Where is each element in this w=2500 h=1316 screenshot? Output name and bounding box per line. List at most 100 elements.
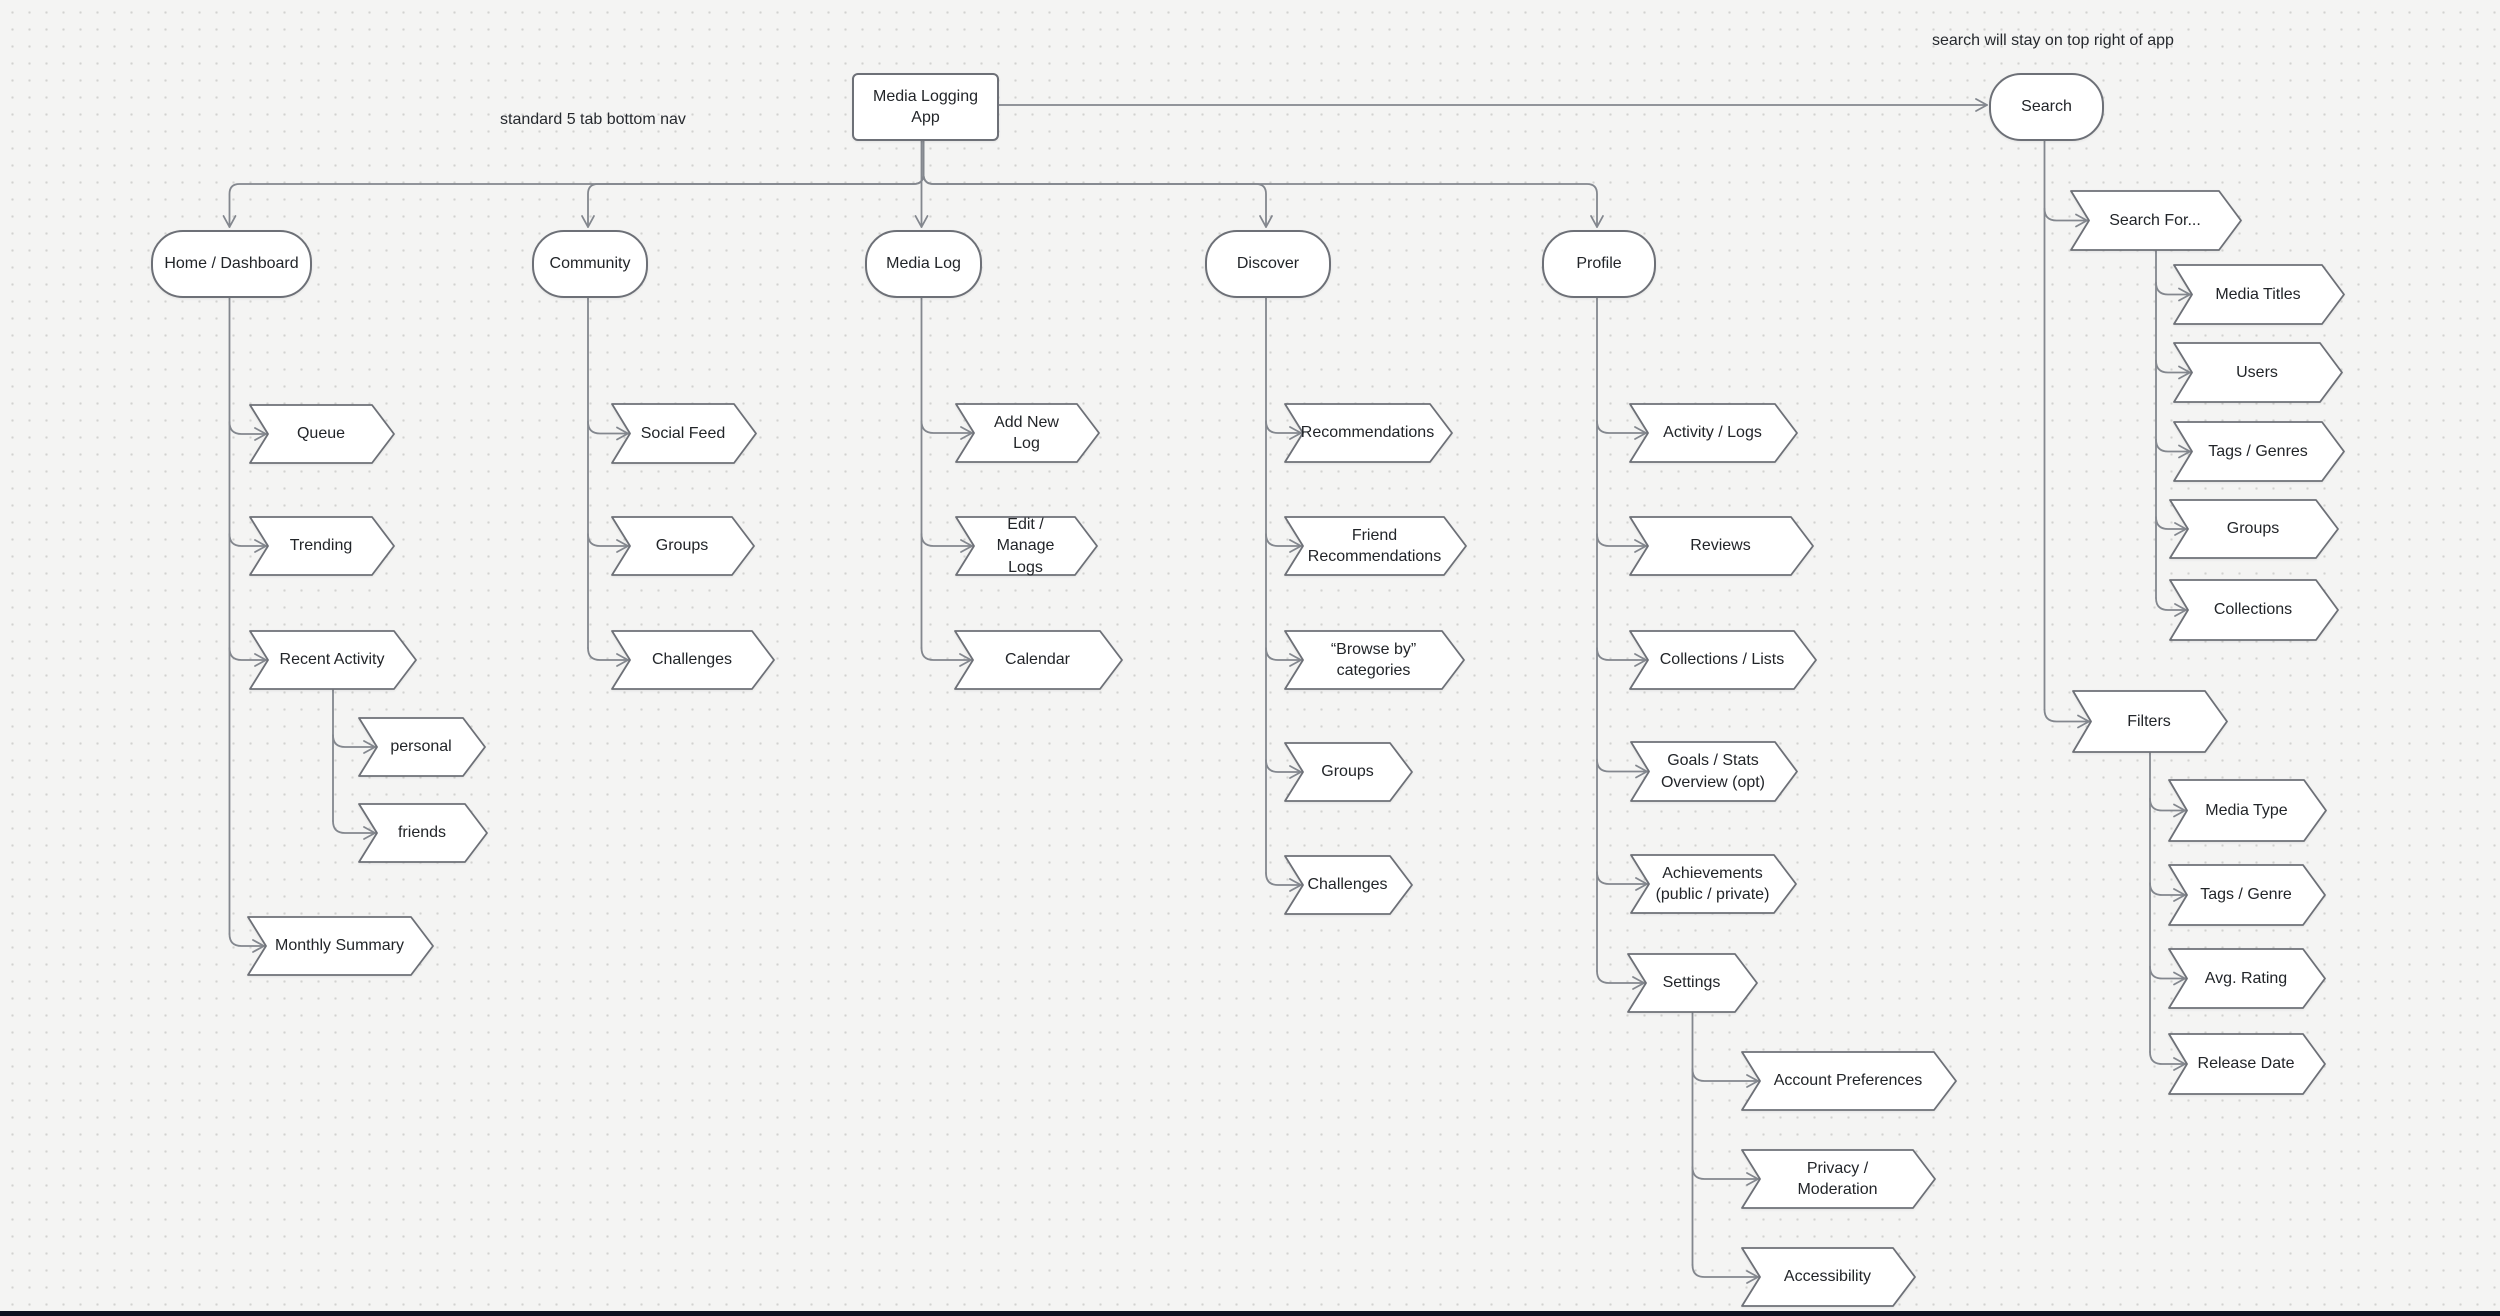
banner-shape	[1284, 630, 1465, 690]
connector	[2149, 797, 2186, 812]
banner-shape	[1284, 742, 1413, 802]
node-achievements[interactable]: Achievements (public / private)	[1630, 854, 1797, 914]
banner-shape	[2168, 779, 2327, 842]
node-search-groups[interactable]: Groups	[2169, 499, 2339, 559]
node-tags-genres[interactable]: Tags / Genres	[2173, 421, 2345, 482]
connector	[1590, 215, 1604, 228]
node-reviews[interactable]: Reviews	[1629, 516, 1814, 576]
node-community-challenges[interactable]: Challenges	[611, 630, 775, 690]
connector	[332, 820, 376, 834]
node-search[interactable]: Search	[1989, 73, 2104, 141]
node-browse-by-categories[interactable]: “Browse by” categories	[1284, 630, 1465, 690]
node-media-logging-app[interactable]: Media Logging App	[852, 73, 999, 141]
node-users[interactable]: Users	[2173, 342, 2343, 403]
banner-shape	[1630, 741, 1798, 802]
node-edit-manage-logs[interactable]: Edit / Manage Logs	[955, 516, 1098, 576]
banner-shape	[611, 403, 757, 464]
node-label: Collections	[2213, 601, 2293, 619]
node-media-log[interactable]: Media Log	[865, 230, 982, 298]
node-trending[interactable]: Trending	[249, 516, 395, 576]
node-label: “Browse by” categories	[1330, 640, 1417, 679]
node-queue[interactable]: Queue	[249, 404, 395, 464]
connector	[1746, 1172, 1759, 1186]
node-tags-genre[interactable]: Tags / Genre	[2168, 864, 2326, 926]
node-label: Search	[2021, 98, 2072, 116]
connector	[587, 420, 629, 435]
node-social-feed[interactable]: Social Feed	[611, 403, 757, 464]
connector	[1265, 647, 1302, 661]
connector	[252, 939, 265, 953]
node-label: Community	[549, 255, 631, 273]
connector	[616, 426, 629, 441]
connector	[1289, 653, 1302, 667]
banner-shape	[358, 717, 486, 777]
node-label: Profile	[1576, 255, 1622, 273]
banner-shape	[1741, 1149, 1936, 1209]
banner-shape	[954, 630, 1123, 690]
connector	[1632, 976, 1645, 990]
node-friend-recommendations[interactable]: Friend Recommendations	[1284, 516, 1467, 576]
node-label: Discover	[1236, 255, 1300, 273]
node-collections-lists[interactable]: Collections / Lists	[1629, 630, 1817, 690]
node-discover-challenges[interactable]: Challenges	[1284, 855, 1413, 915]
banner-shape	[1284, 403, 1453, 463]
connector	[228, 533, 267, 547]
node-personal[interactable]: personal	[358, 717, 486, 777]
node-calendar[interactable]: Calendar	[954, 630, 1123, 690]
connector	[960, 539, 973, 553]
node-label: Tags / Genres	[2208, 442, 2308, 460]
connector	[2173, 1057, 2186, 1071]
banner-shape	[2173, 342, 2343, 403]
banner-shape	[2070, 190, 2242, 251]
connector	[363, 740, 376, 754]
node-goals-stats[interactable]: Goals / Stats Overview (opt)	[1630, 741, 1798, 802]
connector	[1596, 871, 1648, 885]
node-privacy-moderation[interactable]: Privacy / Moderation	[1741, 1149, 1936, 1209]
node-account-preferences[interactable]: Account Preferences	[1741, 1051, 1957, 1111]
node-friends[interactable]: friends	[358, 803, 488, 863]
node-discover-groups[interactable]: Groups	[1284, 742, 1413, 802]
node-add-new-log[interactable]: Add New Log	[955, 403, 1100, 463]
note-search-position[interactable]: search will stay on top right of app	[1932, 32, 2174, 49]
connector	[1265, 759, 1302, 773]
node-settings[interactable]: Settings	[1627, 953, 1758, 1013]
node-media-titles[interactable]: Media Titles	[2173, 264, 2345, 325]
banner-shape	[247, 916, 434, 976]
node-home[interactable]: Home / Dashboard	[151, 230, 312, 298]
node-label: Media Logging App	[873, 87, 978, 126]
banner-shape	[955, 516, 1098, 576]
node-label: Groups	[1321, 763, 1374, 781]
banner-shape	[2168, 1033, 2326, 1095]
banner-shape	[249, 404, 395, 464]
connector	[922, 136, 1598, 228]
banner-shape	[249, 516, 395, 576]
node-label: Groups	[2226, 520, 2280, 538]
banner-shape	[2169, 499, 2339, 559]
node-label: Home / Dashboard	[164, 255, 299, 273]
connector	[2043, 708, 2090, 723]
node-release-date[interactable]: Release Date	[2168, 1033, 2326, 1095]
node-recommendations[interactable]: Recommendations	[1284, 403, 1453, 463]
node-community-groups[interactable]: Groups	[611, 516, 755, 576]
node-discover[interactable]: Discover	[1205, 230, 1331, 298]
node-recent-activity[interactable]: Recent Activity	[249, 630, 417, 690]
banner-shape	[1630, 854, 1797, 914]
node-collections[interactable]: Collections	[2169, 579, 2339, 641]
node-community[interactable]: Community	[532, 230, 648, 298]
banner-shape	[2173, 264, 2345, 325]
node-search-for[interactable]: Search For...	[2070, 190, 2242, 251]
node-media-type[interactable]: Media Type	[2168, 779, 2327, 842]
node-avg-rating[interactable]: Avg. Rating	[2168, 948, 2326, 1009]
node-label: friends	[397, 824, 447, 842]
node-filters[interactable]: Filters	[2072, 690, 2228, 753]
node-profile[interactable]: Profile	[1542, 230, 1656, 298]
node-label: Accessibility	[1783, 1268, 1872, 1286]
connector	[1596, 533, 1647, 547]
node-activity-logs[interactable]: Activity / Logs	[1629, 403, 1798, 463]
node-monthly-summary[interactable]: Monthly Summary	[247, 916, 434, 976]
note-bottom-nav[interactable]: standard 5 tab bottom nav	[500, 111, 686, 128]
node-accessibility[interactable]: Accessibility	[1741, 1247, 1916, 1307]
node-label: Friend Recommendations	[1307, 526, 1442, 565]
connector	[2075, 213, 2088, 228]
